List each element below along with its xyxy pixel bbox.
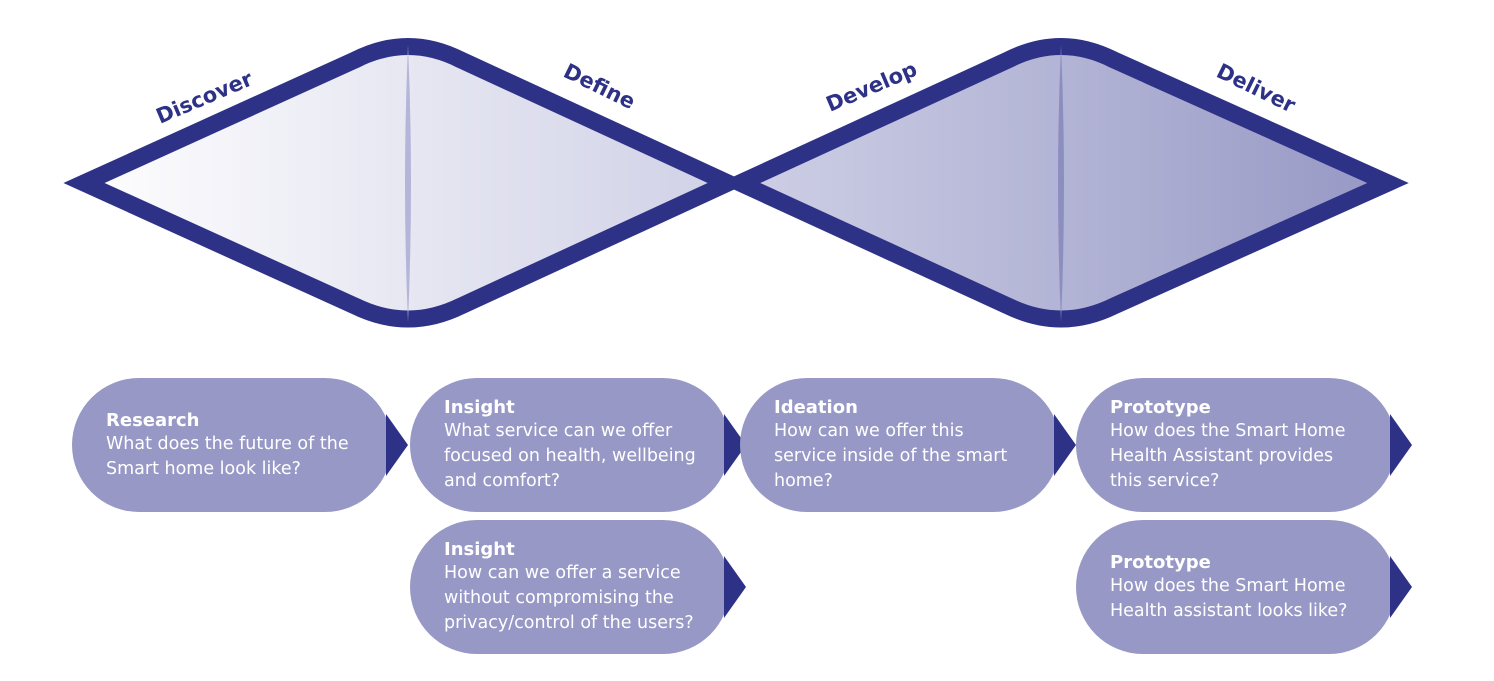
card-line: privacy/control of the users? bbox=[444, 613, 694, 633]
card-line: How can we offer a service bbox=[444, 563, 681, 583]
card-line: What does the future of the bbox=[106, 433, 349, 454]
card-arrow-icon bbox=[1054, 414, 1076, 476]
card-line: How does the Smart Home bbox=[1110, 575, 1346, 596]
card-line: Health assistant looks like? bbox=[1110, 600, 1348, 621]
card-prototype-looks: Prototype How does the Smart Home Health… bbox=[1076, 520, 1412, 654]
card-pill bbox=[1076, 378, 1396, 512]
card-title: Ideation bbox=[774, 397, 858, 418]
card-pill bbox=[740, 378, 1060, 512]
card-title: Prototype bbox=[1110, 397, 1211, 418]
card-line: this service? bbox=[1110, 471, 1220, 491]
right-diamond-divider bbox=[1058, 45, 1064, 322]
card-pill bbox=[72, 378, 392, 512]
card-line: How can we offer this bbox=[774, 421, 964, 441]
card-arrow-icon bbox=[724, 556, 746, 618]
card-pill bbox=[410, 520, 730, 654]
card-title: Research bbox=[106, 409, 200, 431]
card-arrow-icon bbox=[1390, 414, 1412, 476]
card-line: without compromising the bbox=[444, 588, 674, 608]
card-arrow-icon bbox=[724, 414, 746, 476]
card-line: Smart home look like? bbox=[106, 458, 301, 479]
card-pill bbox=[1076, 520, 1396, 654]
card-prototype-service: Prototype How does the Smart Home Health… bbox=[1076, 378, 1412, 512]
card-arrow-icon bbox=[1390, 556, 1412, 618]
card-title: Insight bbox=[444, 539, 515, 560]
card-line: How does the Smart Home bbox=[1110, 421, 1346, 441]
card-pill bbox=[410, 378, 730, 512]
card-line: and comfort? bbox=[444, 471, 561, 491]
card-ideation: Ideation How can we offer this service i… bbox=[740, 378, 1076, 512]
card-title: Insight bbox=[444, 397, 515, 418]
left-diamond-divider bbox=[405, 45, 411, 322]
card-line: service inside of the smart bbox=[774, 446, 1008, 466]
card-line: home? bbox=[774, 471, 833, 491]
card-arrow-icon bbox=[386, 414, 408, 476]
card-line: What service can we offer bbox=[444, 421, 673, 441]
card-line: Health Assistant provides bbox=[1110, 446, 1334, 466]
card-insight-health: Insight What service can we offer focuse… bbox=[410, 378, 746, 512]
card-line: focused on health, wellbeing bbox=[444, 446, 696, 466]
card-research: Research What does the future of the Sma… bbox=[72, 378, 408, 512]
card-insight-privacy: Insight How can we offer a service witho… bbox=[410, 520, 746, 654]
card-title: Prototype bbox=[1110, 551, 1211, 573]
double-diamond-diagram: Discover Define Develop Deliver bbox=[63, 38, 1409, 328]
